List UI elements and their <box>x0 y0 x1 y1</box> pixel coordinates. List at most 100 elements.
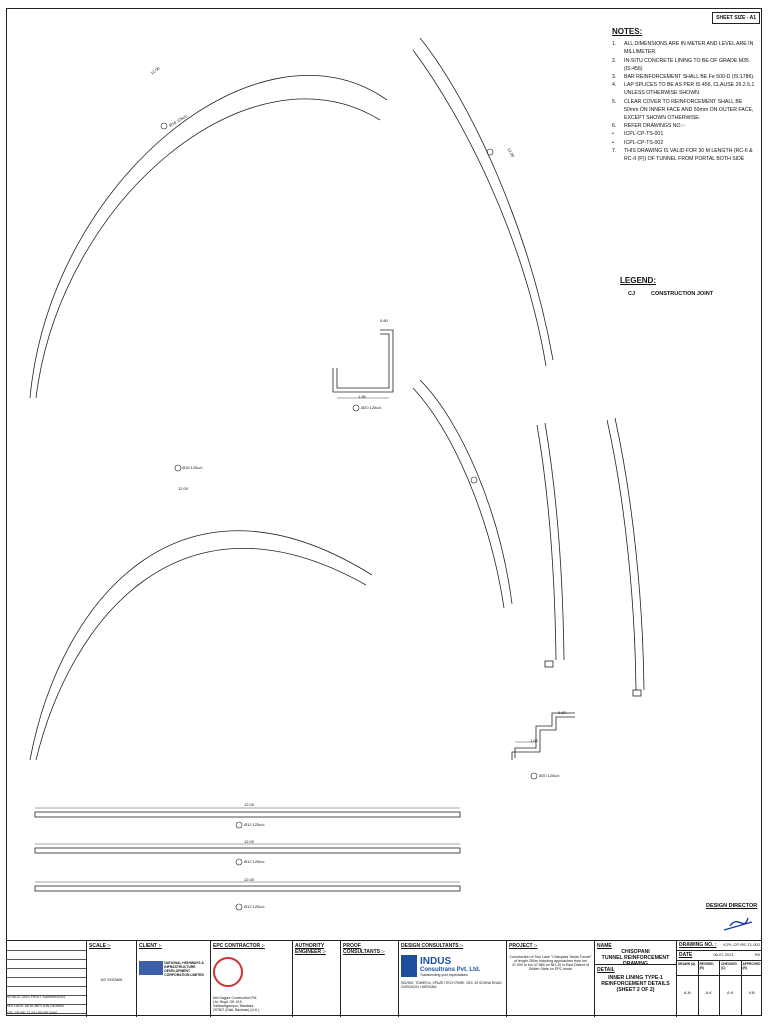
design-tagline: Transcending your expectations <box>420 972 468 977</box>
note-number: 4. <box>612 82 617 89</box>
legend-panel: LEGEND: CJ CONSTRUCTION JOINT <box>620 276 713 297</box>
l-bar-2 <box>511 716 575 760</box>
revised-by: A.K <box>699 976 720 1016</box>
arc-bar-3-inner <box>35 547 367 761</box>
note-text: LAP SPLICES TO BE AS PER IS 456, CLAUSE … <box>624 82 755 97</box>
detail-text: INNER LINING TYPE-1 REINFORCEMENT DETAIL… <box>601 975 670 993</box>
lbar2-tag: Ø20 125c/c <box>539 773 560 778</box>
approved-heading: APPROVED (R) <box>742 962 761 970</box>
note-number: 5. <box>612 98 617 105</box>
note-item: 3.BAR REINFORCEMENT SHALL BE Fe 500-D (I… <box>612 73 758 81</box>
arc3-tag: Ø16 125c/c <box>182 465 203 470</box>
arc-bar-2-outer <box>419 37 554 361</box>
arc-bar-1-outer <box>29 75 388 399</box>
note-number: 6. <box>612 123 617 130</box>
arc-bar-5-outer <box>536 424 557 661</box>
notes-title: NOTES: <box>612 27 643 36</box>
project-text: Construction of Two Lane "Chisopani Taul… <box>509 955 592 971</box>
arc-bar-1-inner <box>35 98 381 399</box>
arc-bar-3-outer <box>29 530 373 761</box>
note-number: 7. <box>612 147 617 154</box>
note-item: 6.REFER DRAWINGS NO.:- <box>612 122 758 130</box>
lbar1-top: 0.80 <box>380 318 388 323</box>
note-number: 1. <box>612 41 617 48</box>
lbar1-tag: Ø20 125c/c <box>361 405 382 410</box>
note-item: 5.CLEAR COVER TO REINFORCEMENT SHALL BE … <box>612 98 758 123</box>
revised-heading: REVISED (R) <box>699 961 720 975</box>
date-heading: DATE <box>679 952 693 958</box>
design-heading: DESIGN CONSULTANTS :- <box>401 943 464 949</box>
straight-bar-1 <box>34 811 461 818</box>
project-heading: PROJECT :- <box>509 943 538 949</box>
design-director-label: DESIGN DIRECTOR <box>706 903 758 909</box>
rev-value: R0 <box>754 952 760 957</box>
legend-title: LEGEND: <box>620 276 656 285</box>
scale-value: AS SHOWN <box>100 977 123 982</box>
epc-name: M/s Nagpur Construction Pvt. Ltd. Regd. … <box>213 996 260 1012</box>
proof-heading: PROOF CONSULTANTS :- <box>343 943 385 955</box>
name-line1: CHISOPANI <box>621 949 650 955</box>
legend-key: CJ <box>628 291 636 297</box>
authority-heading: AUTHORITY ENGINEER :- <box>295 943 326 955</box>
revision-table: R0 06-07-2021 FIRST SUBMISSION REV DATE … <box>6 941 86 1017</box>
note-text: ICPL-CP-TS-002 <box>624 139 664 146</box>
drawing-no-heading: DRAWING NO. : <box>679 942 717 948</box>
lbar2-top: 0.62 <box>558 710 566 715</box>
straight-bar-2 <box>34 847 461 854</box>
note-item: 4. LAP SPLICES TO BE AS PER IS 456, CLAUS… <box>612 81 758 97</box>
revision-labels: REV DATE DESCRIPTION DRAWN <box>6 1004 86 1014</box>
note-text: ALL DIMENSIONS ARE IN METER AND LEVEL AR… <box>624 41 754 56</box>
notes-panel: NOTES: 1. ALL DIMENSIONS ARE IN METER AND… <box>612 27 758 163</box>
note-number: • <box>612 131 614 138</box>
checked-heading: CHECKED (C) <box>720 961 742 975</box>
design-sub: Consultrans Pvt. Ltd. <box>420 966 481 973</box>
signature-mark <box>723 917 753 931</box>
client-name: NATIONAL HIGHWAYS & INFRASTRUCTURE DEVEL… <box>164 961 204 977</box>
indus-logo <box>401 955 417 977</box>
straight2-length: 12.00 <box>244 839 255 844</box>
epc-heading: EPC CONTRACTOR :- <box>213 943 265 949</box>
drawing-no: ICPL-CP-RE-T1-002 <box>723 942 760 947</box>
name-heading: NAME <box>597 943 612 949</box>
drawn-by: A.N <box>677 976 699 1016</box>
note-item: 2. IN-SITU CONCRETE LINING TO BE OF GRADE… <box>612 57 758 73</box>
note-text: THIS DRAWING IS VALID FOR 30 M LENGTH (R… <box>624 147 753 163</box>
straight2-tag: Ø12 125c/c <box>244 859 265 864</box>
design-address: 901/902, TOWER A, SPAZE ITECH PARK, SEC … <box>401 981 503 989</box>
note-number: 3. <box>612 74 617 81</box>
title-block: R0 06-07-2021 FIRST SUBMISSION REV DATE … <box>6 940 762 1017</box>
note-number: • <box>612 139 614 146</box>
note-item: • ICPL-CP-TS-001 <box>612 130 758 138</box>
arc-bar-6-inner <box>614 417 645 691</box>
arc-bar-2-inner <box>412 49 547 367</box>
drawn-heading: DRAWN (A) <box>677 961 699 975</box>
arc3-length: 12.00 <box>178 486 189 491</box>
sheet-size-label: SHEET SIZE - A1 <box>712 12 760 24</box>
arc-bar-4-outer <box>419 379 513 605</box>
detail-heading: DETAIL <box>597 967 615 973</box>
straight3-length: 12.00 <box>244 877 255 882</box>
footer-ref: ICPL-CP-RE-T1-001-R0 RE DWG <box>6 1011 58 1015</box>
epc-logo <box>213 957 243 987</box>
approved-by: V.B <box>748 990 755 995</box>
straight-bar-3 <box>34 885 461 892</box>
lbar2-length: 1.08 <box>530 738 538 743</box>
arc-bar-5-inner <box>544 422 565 661</box>
lbar1-length: 1.56 <box>358 394 366 399</box>
note-item: 1. ALL DIMENSIONS ARE IN METER AND LEVEL … <box>612 40 758 56</box>
note-item: 7. THIS DRAWING IS VALID FOR 30 M LENGTH … <box>612 147 758 163</box>
legend-value: CONSTRUCTION JOINT <box>651 291 714 297</box>
note-text: IN-SITU CONCRETE LINING TO BE OF GRADE M… <box>624 57 749 72</box>
client-logo <box>139 961 163 975</box>
straight1-tag: Ø12 125c/c <box>244 822 265 827</box>
arc-bar-6-outer <box>606 419 637 691</box>
arc-bar-4-inner <box>412 387 505 609</box>
note-item: • ICPL-CP-TS-002 <box>612 139 758 147</box>
straight3-tag: Ø12 125c/c <box>244 904 265 909</box>
design-name: INDUS <box>420 955 452 967</box>
straight1-length: 12.00 <box>244 802 255 807</box>
revision-row: R0 06-07-2021 FIRST SUBMISSION <box>6 995 86 1005</box>
note-number: 2. <box>612 57 617 64</box>
note-text: ICPL-CP-TS-001 <box>624 131 664 138</box>
